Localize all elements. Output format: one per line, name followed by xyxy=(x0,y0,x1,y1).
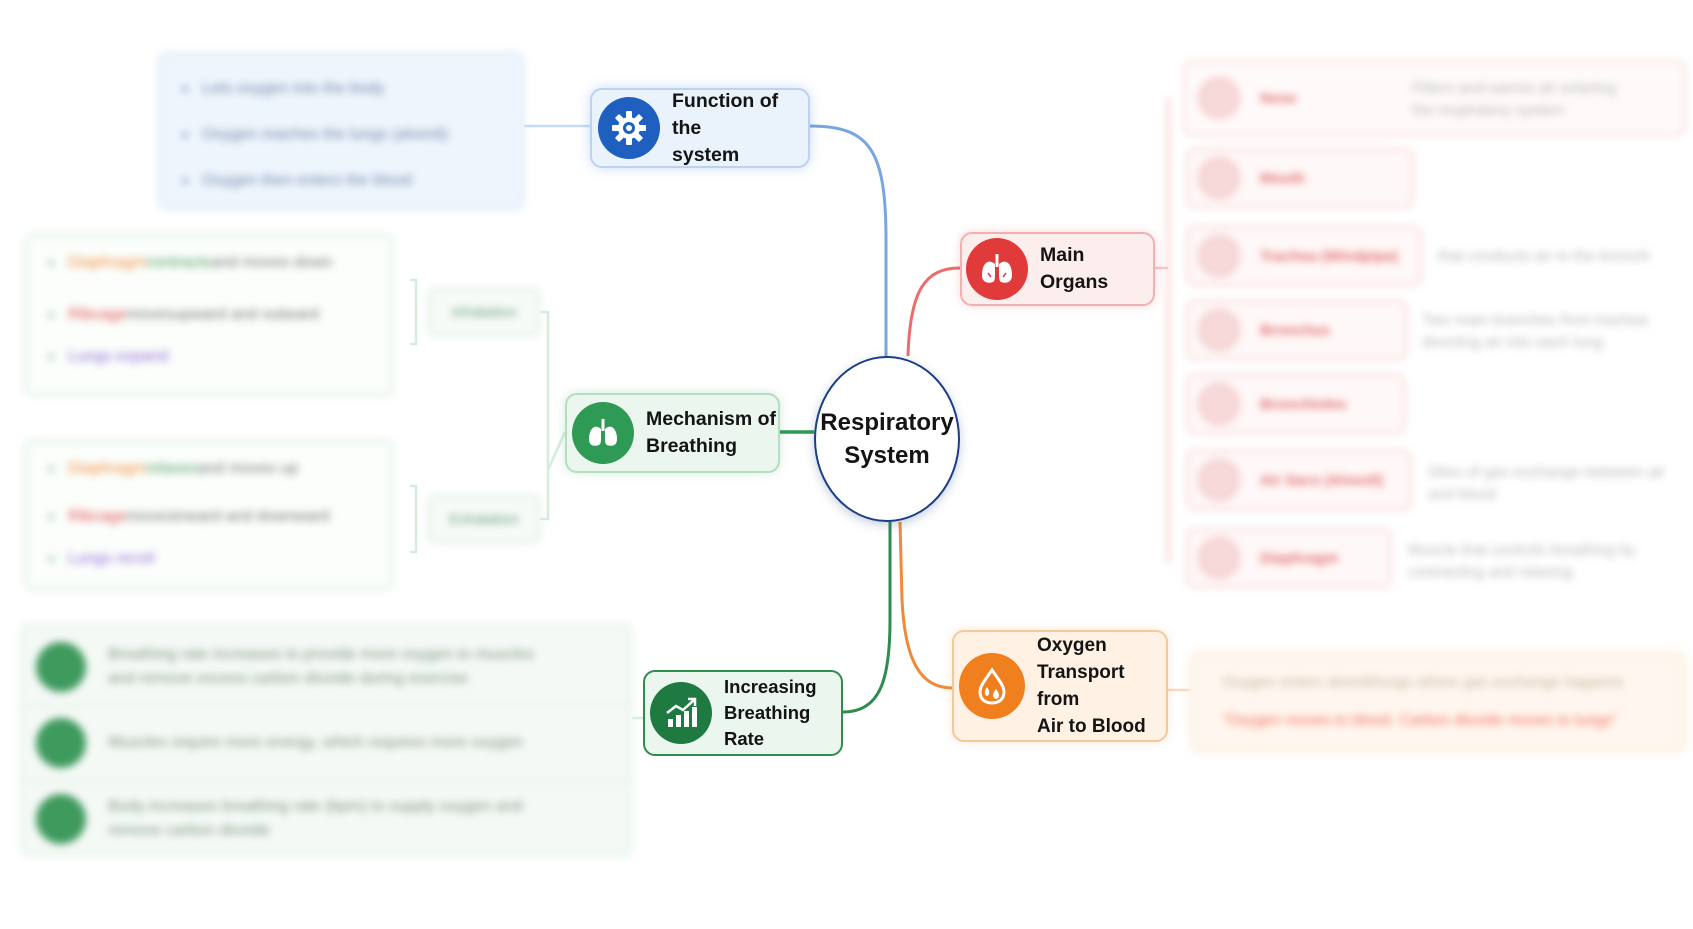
bracket-inhalation xyxy=(410,278,418,346)
exhalation-label: Exhalation xyxy=(428,495,540,543)
oxygen-label-line2: Transport from xyxy=(1037,662,1125,710)
link-exhalation xyxy=(540,440,550,521)
oxygen-details: Oxygen enters alveoli/lungs where gas ex… xyxy=(1190,652,1686,752)
inhalation-details: Diaphragm contracts and moves down Ribca… xyxy=(24,234,394,396)
link-organs xyxy=(906,266,961,357)
rate-label-line2: Breathing Rate xyxy=(724,702,811,749)
organ-diaphragm: Diaphragm xyxy=(1186,528,1392,588)
list-item: Ribcage moves inward and downward xyxy=(48,508,329,526)
muscle-icon xyxy=(36,718,86,768)
exhalation-details: Diaphragm relaxes and moves up Ribcage m… xyxy=(24,440,394,590)
list-item: Diaphragm contracts and moves down xyxy=(48,254,332,272)
list-item: Lungs expand xyxy=(48,348,169,366)
rate-label-line1: Increasing xyxy=(724,676,817,697)
nose-icon xyxy=(1198,77,1240,119)
list-item: Oxygen then enters the blood xyxy=(182,172,412,190)
bronchus-icon xyxy=(1198,309,1240,351)
center-title-line1: Respiratory xyxy=(820,409,954,436)
chart-up-icon xyxy=(650,682,712,744)
organs-bracket xyxy=(1167,98,1170,563)
organ-desc: that conducts air to the bronchi xyxy=(1438,248,1650,265)
branch-organs[interactable]: Main Organs xyxy=(960,232,1155,306)
link-function xyxy=(809,124,888,360)
bracket-exhalation xyxy=(410,484,418,554)
center-title-line2: System xyxy=(844,442,930,469)
organ-mouth: Mouth xyxy=(1186,148,1414,208)
organ-alveoli: Air Sacs (Alveoli) xyxy=(1186,450,1412,510)
oxygen-label-line1: Oxygen xyxy=(1037,635,1107,656)
function-label-line2: system xyxy=(672,143,740,166)
branch-mechanism[interactable]: Mechanism of Breathing xyxy=(565,393,780,473)
organ-bronchus: Bronchus xyxy=(1186,300,1408,360)
organ-trachea: Trachea (Windpipe) xyxy=(1186,226,1422,286)
list-item: Oxygen reaches the lungs (alveoli) xyxy=(182,126,448,144)
organ-bronchioles: Bronchioles xyxy=(1186,374,1406,434)
organ-row-frame xyxy=(1183,60,1686,136)
mouth-icon xyxy=(1198,157,1240,199)
list-item: Lets oxygen into the body xyxy=(182,80,384,98)
list-item: Breathing rate increases to provide more… xyxy=(22,634,630,700)
oxygen-detail-1: Oxygen enters alveoli/lungs where gas ex… xyxy=(1222,674,1624,691)
function-label-line1: Function of the xyxy=(672,89,779,139)
list-item: Lungs recoil xyxy=(48,550,154,568)
link-rate xyxy=(842,522,892,714)
list-item: Muscles require more energy, which requi… xyxy=(22,710,630,776)
oxygen-detail-2: "Oxygen moves to blood. Carbon dioxide m… xyxy=(1222,712,1618,729)
list-item: Ribcage moves upward and outward xyxy=(48,306,319,324)
diaphragm-icon xyxy=(1198,537,1240,579)
gear-icon xyxy=(598,97,660,159)
lungs-icon xyxy=(966,238,1028,300)
link-inhalation xyxy=(540,310,567,471)
list-item: Diaphragm relaxes and moves up xyxy=(48,460,298,478)
mechanism-label-line1: Mechanism of xyxy=(646,408,777,430)
inhalation-label: Inhalation xyxy=(428,288,540,336)
organ-nose: Nose xyxy=(1186,68,1408,128)
link-oxygen xyxy=(898,521,953,690)
mechanism-label-line2: Breathing xyxy=(646,435,738,457)
runner-icon xyxy=(36,642,86,692)
lungs-icon xyxy=(572,402,634,464)
bronchioles-icon xyxy=(1198,383,1240,425)
trachea-icon xyxy=(1198,235,1240,277)
function-details: Lets oxygen into the body Oxygen reaches… xyxy=(158,52,524,210)
branch-function[interactable]: Function of the system xyxy=(590,88,810,168)
organs-label: Main Organs xyxy=(1040,244,1109,293)
alveoli-icon xyxy=(1198,459,1240,501)
rate-details: Breathing rate increases to provide more… xyxy=(20,624,632,856)
droplet-icon xyxy=(959,653,1025,719)
magnifier-icon xyxy=(36,794,86,844)
oxygen-label-line3: Air to Blood xyxy=(1037,716,1146,737)
list-item: Body increases breathing rate (bpm) to s… xyxy=(22,786,630,852)
